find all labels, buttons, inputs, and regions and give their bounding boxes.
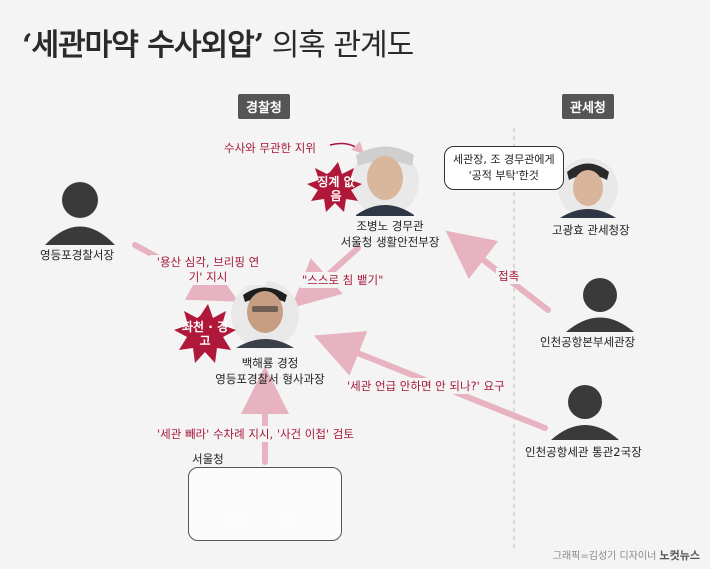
burst-jo (307, 162, 362, 212)
label-jo-position: 서울청 생활안전부장 (340, 235, 440, 249)
note-director-to-baek: '세관 언급 안하면 안 되나?' 요구 (345, 378, 507, 394)
photo-baek (231, 281, 299, 349)
burst-baek-text: 좌천 · 경고 (181, 320, 229, 348)
label-seoul-manager: 과장 (224, 516, 244, 527)
label-baek: 백해룡 경정 영등포경찰서 형사과장 (210, 355, 330, 387)
section-police: 경찰청 (238, 94, 290, 119)
note-seoul-to-baek: '세관 빼라' 수차례 지시, '사건 이첩' 검토 (155, 426, 356, 442)
page-title: ‘세관마약 수사외압’ 의혹 관계도 (22, 28, 414, 63)
note-chief-to-baek: '용산 심각, 브리핑 연기' 지시 (150, 255, 266, 285)
label-seoul: 서울청 (192, 452, 224, 466)
silhouette-incheon-director (551, 385, 619, 440)
label-jo: 조병노 경무관 서울청 생활안전부장 (335, 218, 445, 250)
note-jo-position: 수사와 무관한 지위 (222, 140, 318, 156)
burst-baek (174, 304, 236, 363)
label-baek-position: 영등포경찰서 형사과장 (215, 372, 325, 386)
brand-logo: 노컷뉴스 (659, 549, 700, 562)
silhouette-yeongdeungpo-chief (45, 182, 115, 245)
note-contact: 접촉 (496, 268, 522, 284)
credit: 그래픽=김성기 디자이너 노컷뉴스 (552, 549, 700, 562)
section-customs: 관세청 (562, 94, 614, 119)
label-jo-name: 조병노 경무관 (356, 219, 424, 233)
label-baek-name: 백해룡 경정 (241, 356, 299, 370)
burst-jo-text: 징계 없음 (317, 175, 355, 203)
silhouette-incheon-vice (566, 278, 634, 332)
callout-go: 세관장, 조 경무관에게 '공적 부탁'한것 (444, 146, 564, 190)
label-go: 고광효 관세청장 (552, 223, 630, 237)
note-jo-to-baek: "스스로 침 뱉기" (300, 272, 386, 288)
label-yeongdeungpo-chief: 영등포경찰서장 (40, 248, 115, 262)
seoul-police-box (188, 467, 342, 541)
arrow-jo-note (329, 141, 365, 155)
label-incheon-director: 인천공항세관 통관2국장 (525, 445, 642, 459)
label-incheon-vice: 인천공항본부세관장 (540, 335, 636, 349)
photo-jo (351, 146, 419, 216)
label-seoul-team: 계장 (277, 516, 297, 527)
photo-go (558, 158, 618, 218)
